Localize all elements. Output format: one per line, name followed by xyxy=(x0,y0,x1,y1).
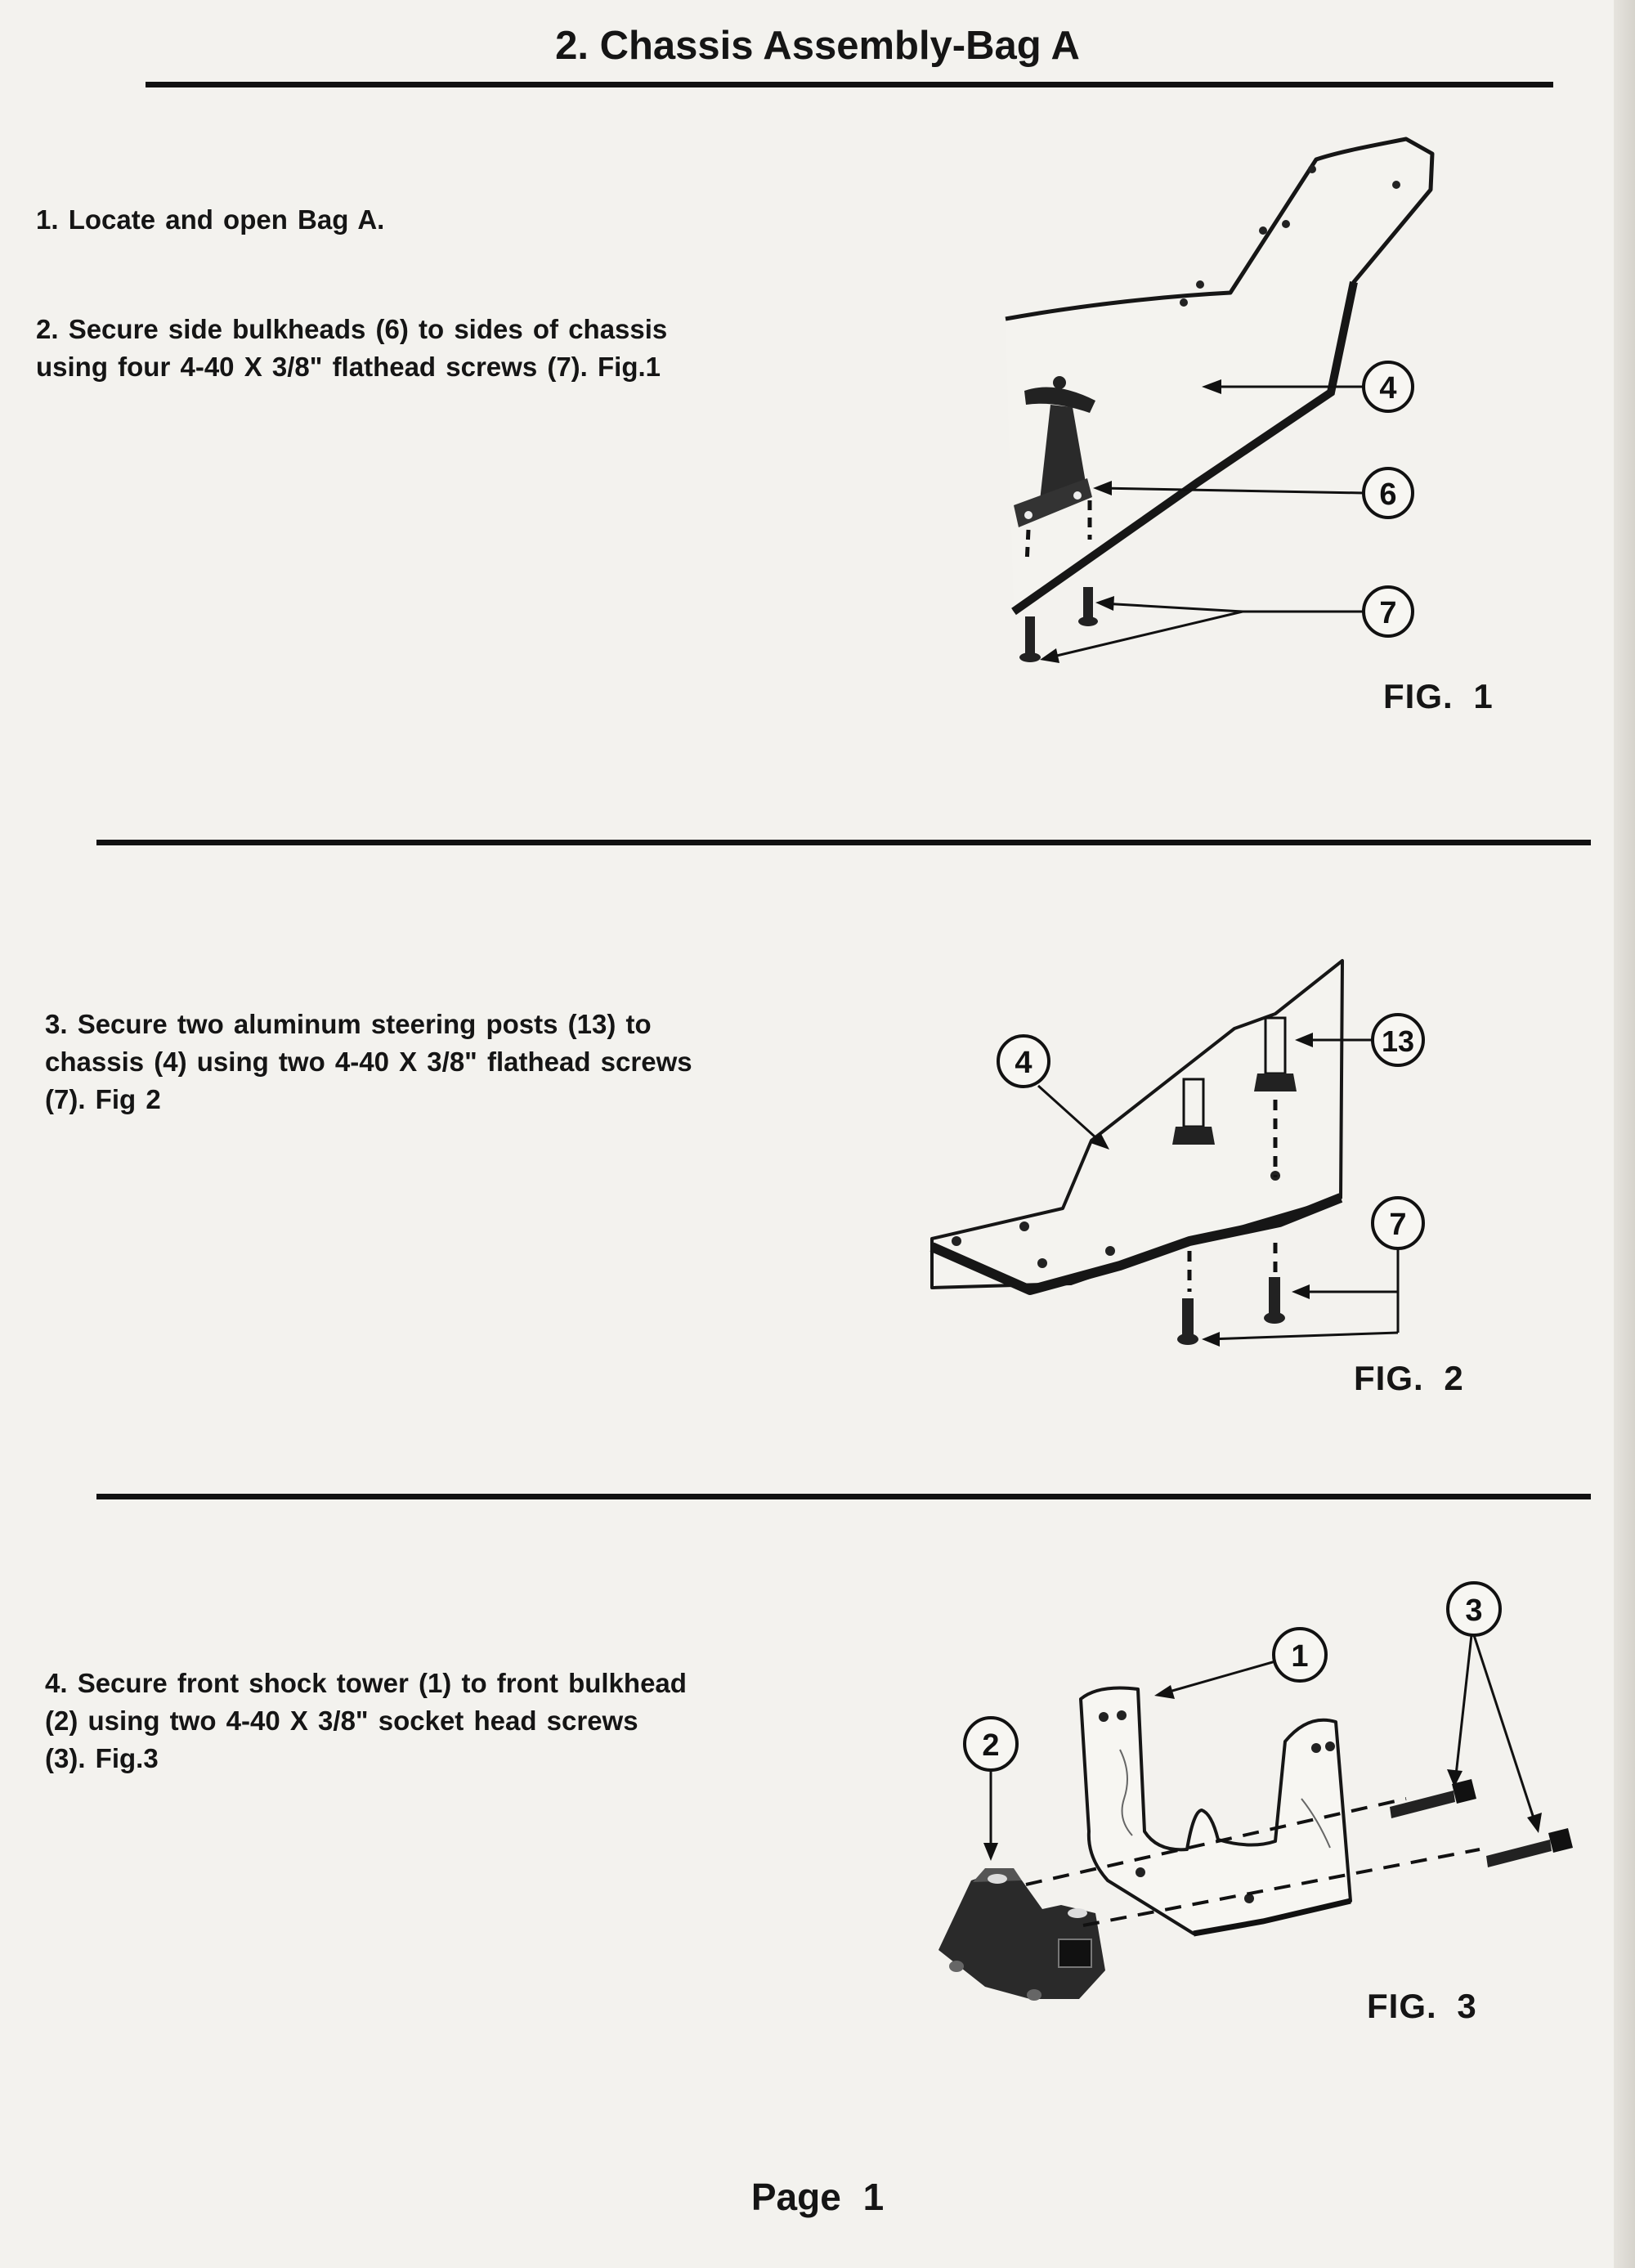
step-3-line-1: 3. Secure two aluminum steering posts (1… xyxy=(45,1009,652,1039)
callout-1-fig3: 1 xyxy=(1291,1639,1308,1674)
step-1-line-1: 1. Locate and open Bag A. xyxy=(36,204,385,235)
socket-head-screws-illustration xyxy=(1390,1779,1573,1867)
step-2-line-1: 2. Secure side bulkheads (6) to sides of… xyxy=(36,314,668,344)
title-rule xyxy=(146,82,1553,87)
figure-2-diagram: 13 4 7 xyxy=(929,959,1425,1347)
chassis-plate-illustration-fig2 xyxy=(929,959,1344,1295)
page-title: 2. Chassis Assembly-Bag A xyxy=(555,24,1080,68)
section-divider-2 xyxy=(96,1494,1591,1499)
step-1-text: 1. Locate and open Bag A. xyxy=(36,201,384,239)
step-3-line-3: (7). Fig 2 xyxy=(45,1084,161,1114)
callout-7-fig2: 7 xyxy=(1389,1208,1406,1242)
step-2-text: 2. Secure side bulkheads (6) to sides of… xyxy=(36,311,667,386)
page-edge-shadow xyxy=(1614,0,1635,2268)
step-3-text: 3. Secure two aluminum steering posts (1… xyxy=(45,1006,692,1118)
step-4-line-3: (3). Fig.3 xyxy=(45,1743,159,1773)
fig-1-label: FIG. 1 xyxy=(1383,677,1494,715)
callout-4-fig1: 4 xyxy=(1379,371,1396,406)
figure-3-diagram: 3 1 2 xyxy=(938,1581,1573,2001)
step-3-line-2: chassis (4) using two 4-40 X 3/8" flathe… xyxy=(45,1047,692,1077)
callout-7-fig1: 7 xyxy=(1379,596,1396,630)
chassis-plate-illustration xyxy=(1005,137,1435,616)
callout-3-fig3: 3 xyxy=(1465,1593,1482,1628)
callout-13-fig2: 13 xyxy=(1382,1024,1414,1058)
step-4-line-2: (2) using two 4-40 X 3/8" socket head sc… xyxy=(45,1705,638,1736)
side-bulkhead-illustration xyxy=(1014,376,1095,565)
flathead-screws-illustration-fig2 xyxy=(1177,1277,1285,1345)
section-divider-1 xyxy=(96,840,1591,845)
step-2-line-2: using four 4-40 X 3/8" flathead screws (… xyxy=(36,352,661,382)
figure-1-diagram: 4 6 7 xyxy=(1005,137,1435,663)
page-number: Page 1 xyxy=(750,2176,885,2218)
steering-posts-illustration xyxy=(1172,1016,1297,1292)
callout-4-fig2: 4 xyxy=(1015,1046,1032,1080)
step-4-line-1: 4. Secure front shock tower (1) to front… xyxy=(45,1668,687,1698)
fig-3-label: FIG. 3 xyxy=(1367,1987,1477,2025)
flathead-screws-illustration xyxy=(1019,587,1098,662)
front-bulkhead-illustration xyxy=(938,1868,1105,2001)
callout-2-fig3: 2 xyxy=(982,1728,999,1763)
step-4-text: 4. Secure front shock tower (1) to front… xyxy=(45,1665,687,1777)
callout-6-fig1: 6 xyxy=(1379,477,1396,512)
fig-2-label: FIG. 2 xyxy=(1354,1359,1464,1397)
shock-tower-illustration xyxy=(1079,1686,1352,1937)
